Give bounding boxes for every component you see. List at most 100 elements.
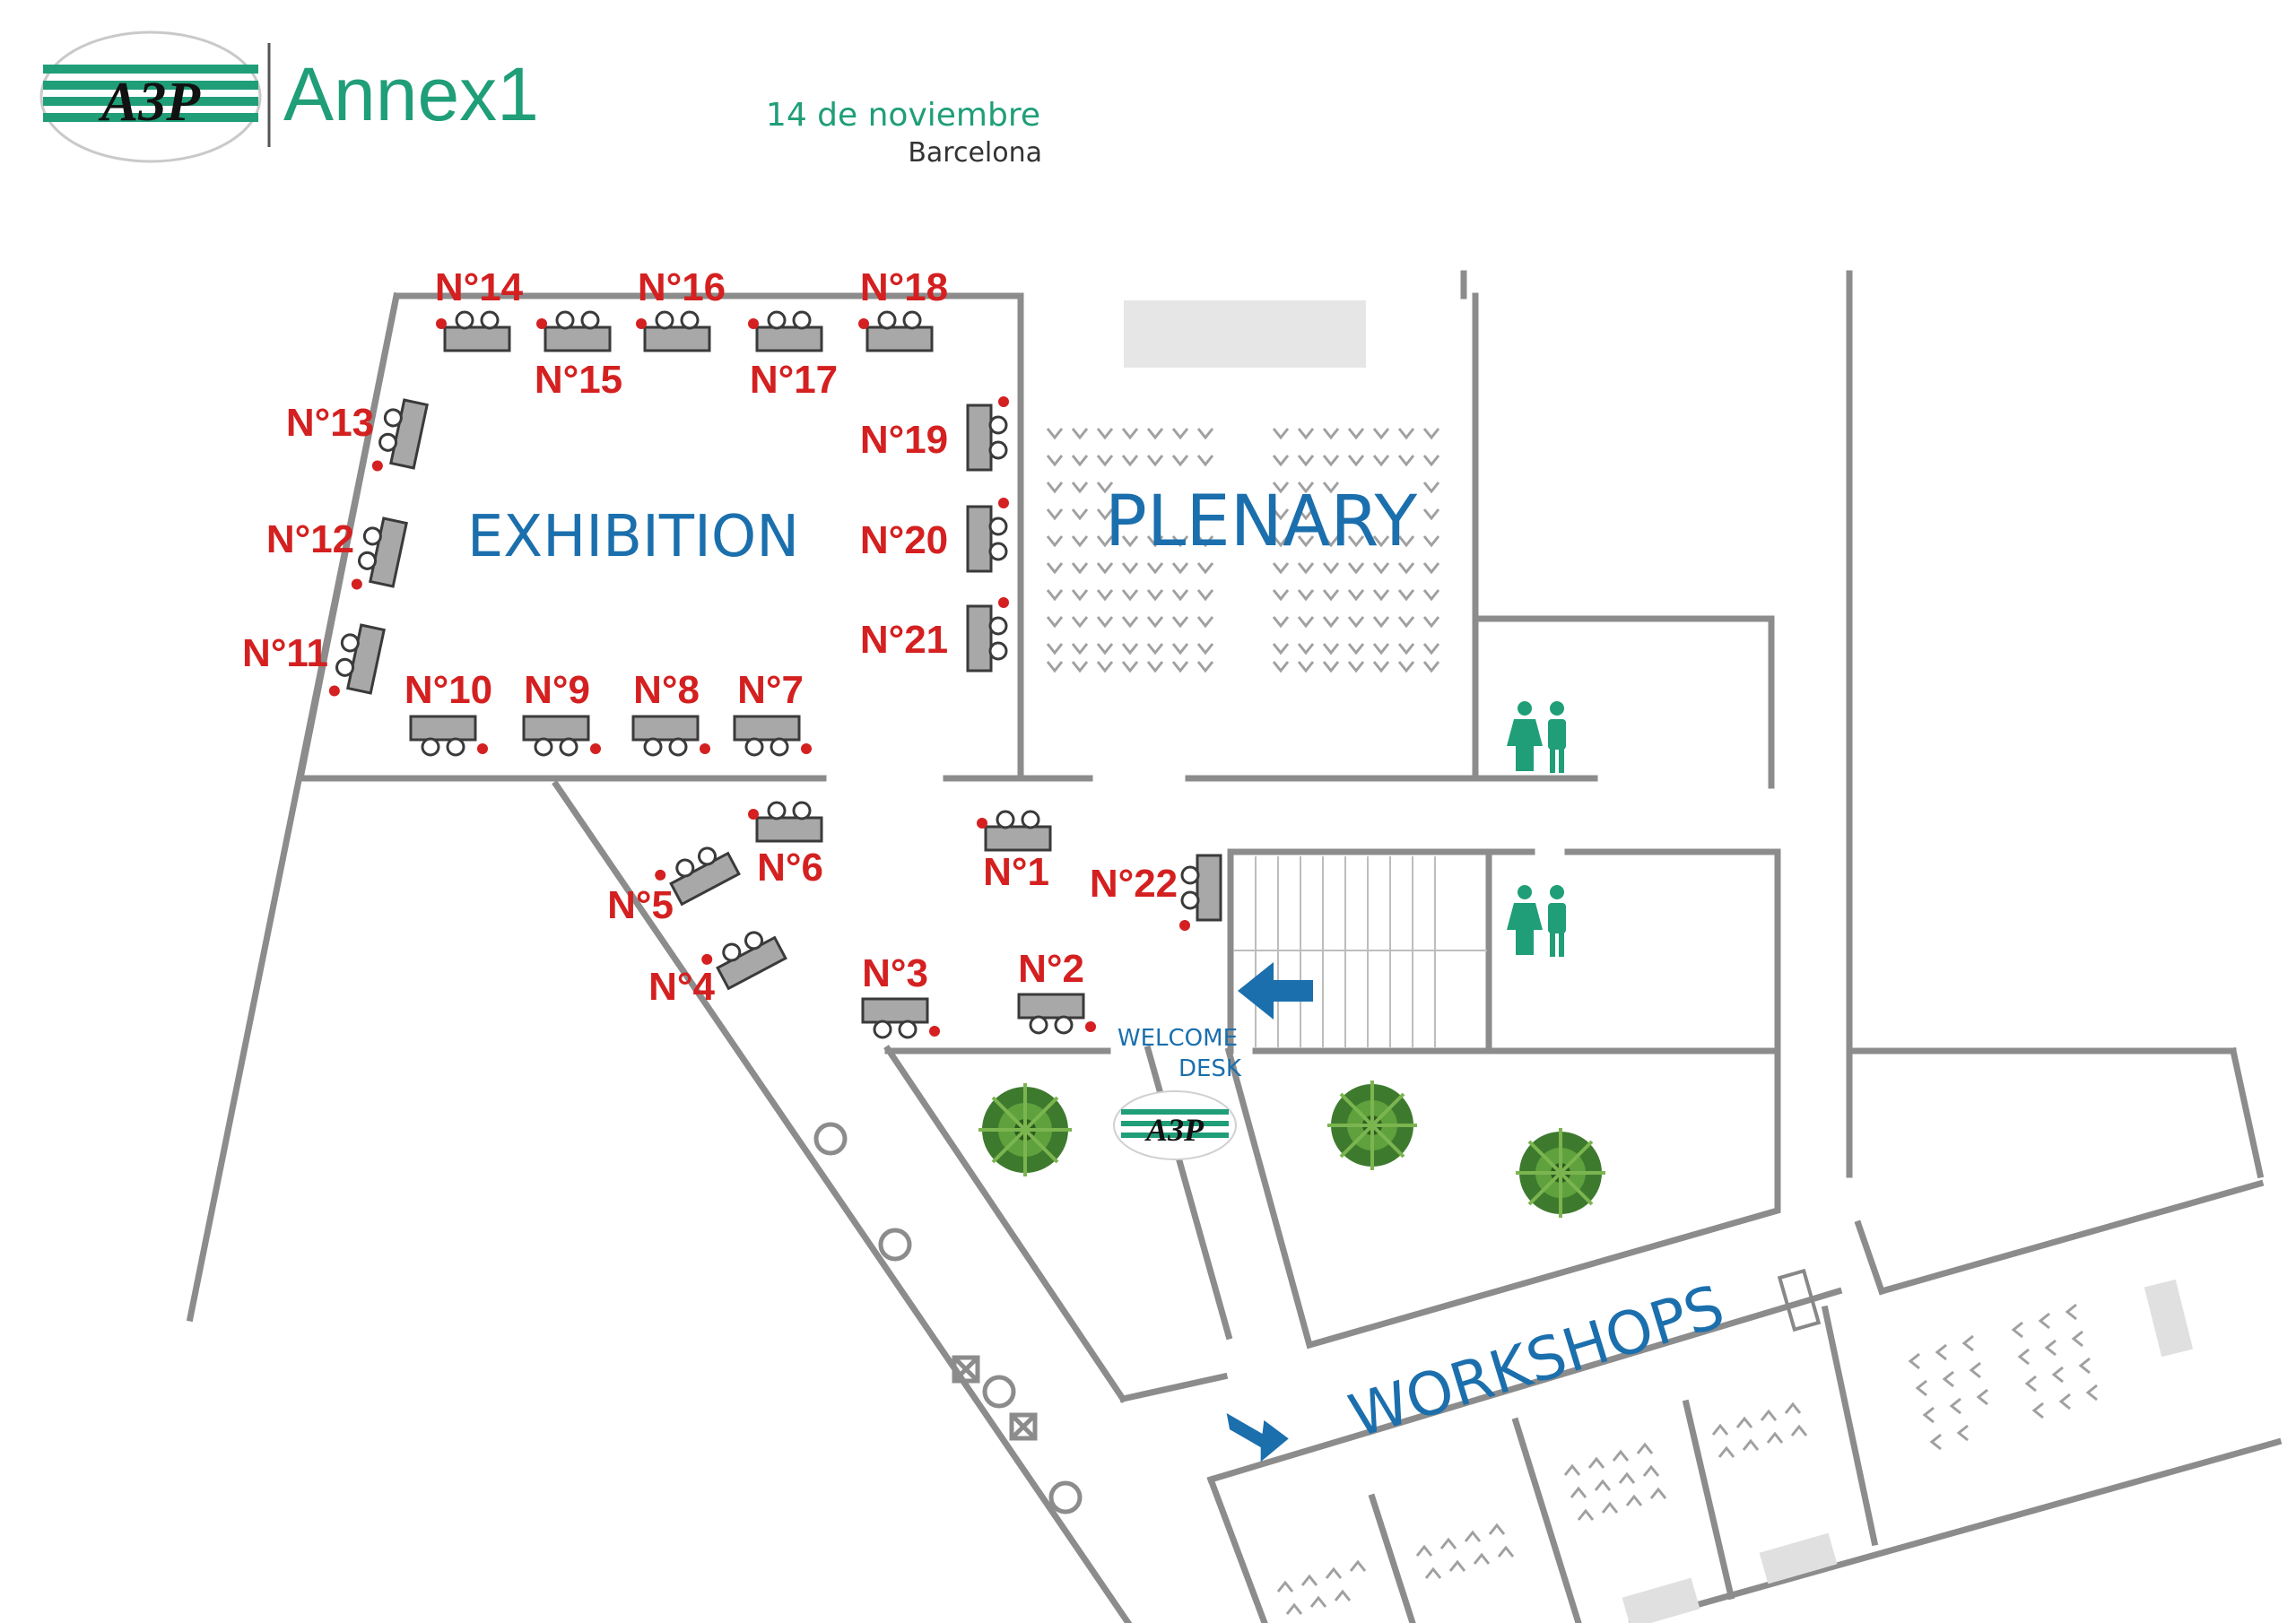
stand-chair	[680, 310, 700, 330]
stand-table-5[interactable]	[653, 838, 741, 909]
welcome-desk: WELCOME DESK A3P	[1113, 1025, 1242, 1160]
plant-icon	[978, 1081, 1605, 1218]
stand-label-21[interactable]: N°21	[860, 618, 948, 662]
event-city: Barcelona	[908, 137, 1042, 169]
zone-plenary: PLENARY	[1105, 482, 1418, 562]
stand-chair	[421, 737, 440, 757]
walls	[186, 270, 2283, 1623]
stand-label-20[interactable]: N°20	[860, 518, 948, 562]
stand-table-top	[984, 825, 1052, 852]
stand-chair	[873, 1020, 892, 1039]
stand-label-5[interactable]: N°5	[607, 883, 674, 927]
stand-marker-dot	[1085, 1021, 1096, 1032]
stand-table-top	[409, 715, 477, 742]
stand-tables	[328, 310, 1222, 1039]
stand-label-3[interactable]: N°3	[862, 951, 928, 995]
stand-table-15[interactable]	[536, 310, 612, 352]
stand-label-16[interactable]: N°16	[638, 265, 726, 309]
stand-table-top	[544, 325, 612, 352]
stand-table-top	[966, 604, 993, 673]
stand-chair	[988, 542, 1008, 561]
stand-label-6[interactable]: N°6	[757, 846, 823, 890]
stand-label-17[interactable]: N°17	[750, 358, 838, 402]
stand-label-10[interactable]: N°10	[404, 668, 492, 712]
workshop-screens	[1622, 1268, 2194, 1623]
stand-chair	[1029, 1015, 1048, 1035]
a3p-logo: A3P	[39, 30, 262, 163]
stand-label-8[interactable]: N°8	[633, 668, 700, 712]
stand-marker-dot	[998, 396, 1009, 407]
stand-table-12[interactable]	[351, 515, 408, 597]
stand-marker-dot	[700, 743, 710, 754]
stand-table-1[interactable]	[977, 810, 1052, 852]
stand-table-17[interactable]	[748, 310, 823, 352]
stand-chair	[1054, 1015, 1074, 1035]
stand-marker-dot	[748, 809, 759, 820]
stand-table-4[interactable]	[700, 922, 787, 994]
arrow-icon	[1226, 962, 1313, 1462]
stand-table-top	[733, 715, 801, 742]
stand-table-21[interactable]	[966, 597, 1009, 673]
stand-label-14[interactable]: N°14	[435, 265, 524, 309]
stand-marker-dot	[801, 743, 812, 754]
stand-table-11[interactable]	[328, 621, 386, 704]
stand-labels: N°1 N°2 N°3 N°4 N°5 N°6 N°7 N°8 N°9 N°10…	[242, 265, 1178, 1009]
stand-chair	[340, 633, 360, 653]
stand-chair	[1180, 865, 1200, 885]
stand-chair	[988, 516, 1008, 536]
stand-label-11[interactable]: N°11	[242, 631, 328, 675]
stand-table-8[interactable]	[631, 715, 710, 757]
stand-table-top	[522, 715, 590, 742]
stand-chair	[358, 551, 378, 570]
stand-label-1[interactable]: N°1	[983, 850, 1049, 894]
stand-table-13[interactable]	[371, 396, 429, 479]
stand-label-2[interactable]: N°2	[1018, 947, 1084, 991]
stand-marker-dot	[636, 318, 647, 329]
stand-table-6[interactable]	[748, 801, 823, 843]
stand-label-7[interactable]: N°7	[737, 668, 804, 712]
stand-marker-dot	[536, 318, 547, 329]
stand-chair	[767, 310, 787, 330]
stand-label-15[interactable]: N°15	[535, 358, 622, 402]
welcome-label-line2: DESK	[1178, 1055, 1242, 1082]
stand-table-top	[716, 935, 787, 991]
stand-label-13[interactable]: N°13	[286, 401, 374, 445]
stand-chair	[988, 616, 1008, 636]
stand-chair	[335, 657, 355, 677]
logo-text: A3P	[98, 72, 201, 133]
stand-label-19[interactable]: N°19	[860, 418, 948, 462]
stand-label-22[interactable]: N°22	[1090, 862, 1178, 906]
stand-marker-dot	[701, 953, 713, 965]
stand-table-16[interactable]	[636, 310, 711, 352]
stand-label-9[interactable]: N°9	[524, 668, 590, 712]
stand-table-18[interactable]	[858, 310, 934, 352]
stand-marker-dot	[590, 743, 601, 754]
stand-label-4[interactable]: N°4	[648, 965, 715, 1009]
stand-label-12[interactable]: N°12	[266, 517, 354, 561]
stand-table-top	[389, 398, 429, 470]
stand-table-top	[443, 325, 511, 352]
stand-table-14[interactable]	[436, 310, 511, 352]
event-date: 14 de noviembre	[766, 97, 1040, 134]
stand-table-9[interactable]	[522, 715, 601, 757]
plenary-screen	[1124, 300, 1366, 368]
stand-marker-dot	[977, 818, 987, 829]
stand-table-2[interactable]	[1017, 993, 1096, 1035]
stand-marker-dot	[1179, 920, 1190, 931]
plenary-seats	[1046, 428, 1440, 673]
stand-chair	[988, 415, 1008, 435]
stand-table-3[interactable]	[861, 997, 940, 1039]
stand-chair	[744, 737, 764, 757]
stand-chair	[792, 310, 812, 330]
stand-table-20[interactable]	[966, 498, 1009, 573]
stand-marker-dot	[655, 869, 666, 881]
stand-table-19[interactable]	[966, 396, 1009, 472]
stand-marker-dot	[929, 1026, 940, 1037]
stand-table-10[interactable]	[409, 715, 488, 757]
welcome-logo-text: A3P	[1144, 1112, 1205, 1148]
stand-table-22[interactable]	[1179, 854, 1222, 931]
stand-label-18[interactable]: N°18	[860, 265, 948, 309]
stand-table-top	[755, 325, 823, 352]
stand-table-7[interactable]	[733, 715, 812, 757]
zone-exhibition: EXHIBITION	[467, 504, 799, 570]
